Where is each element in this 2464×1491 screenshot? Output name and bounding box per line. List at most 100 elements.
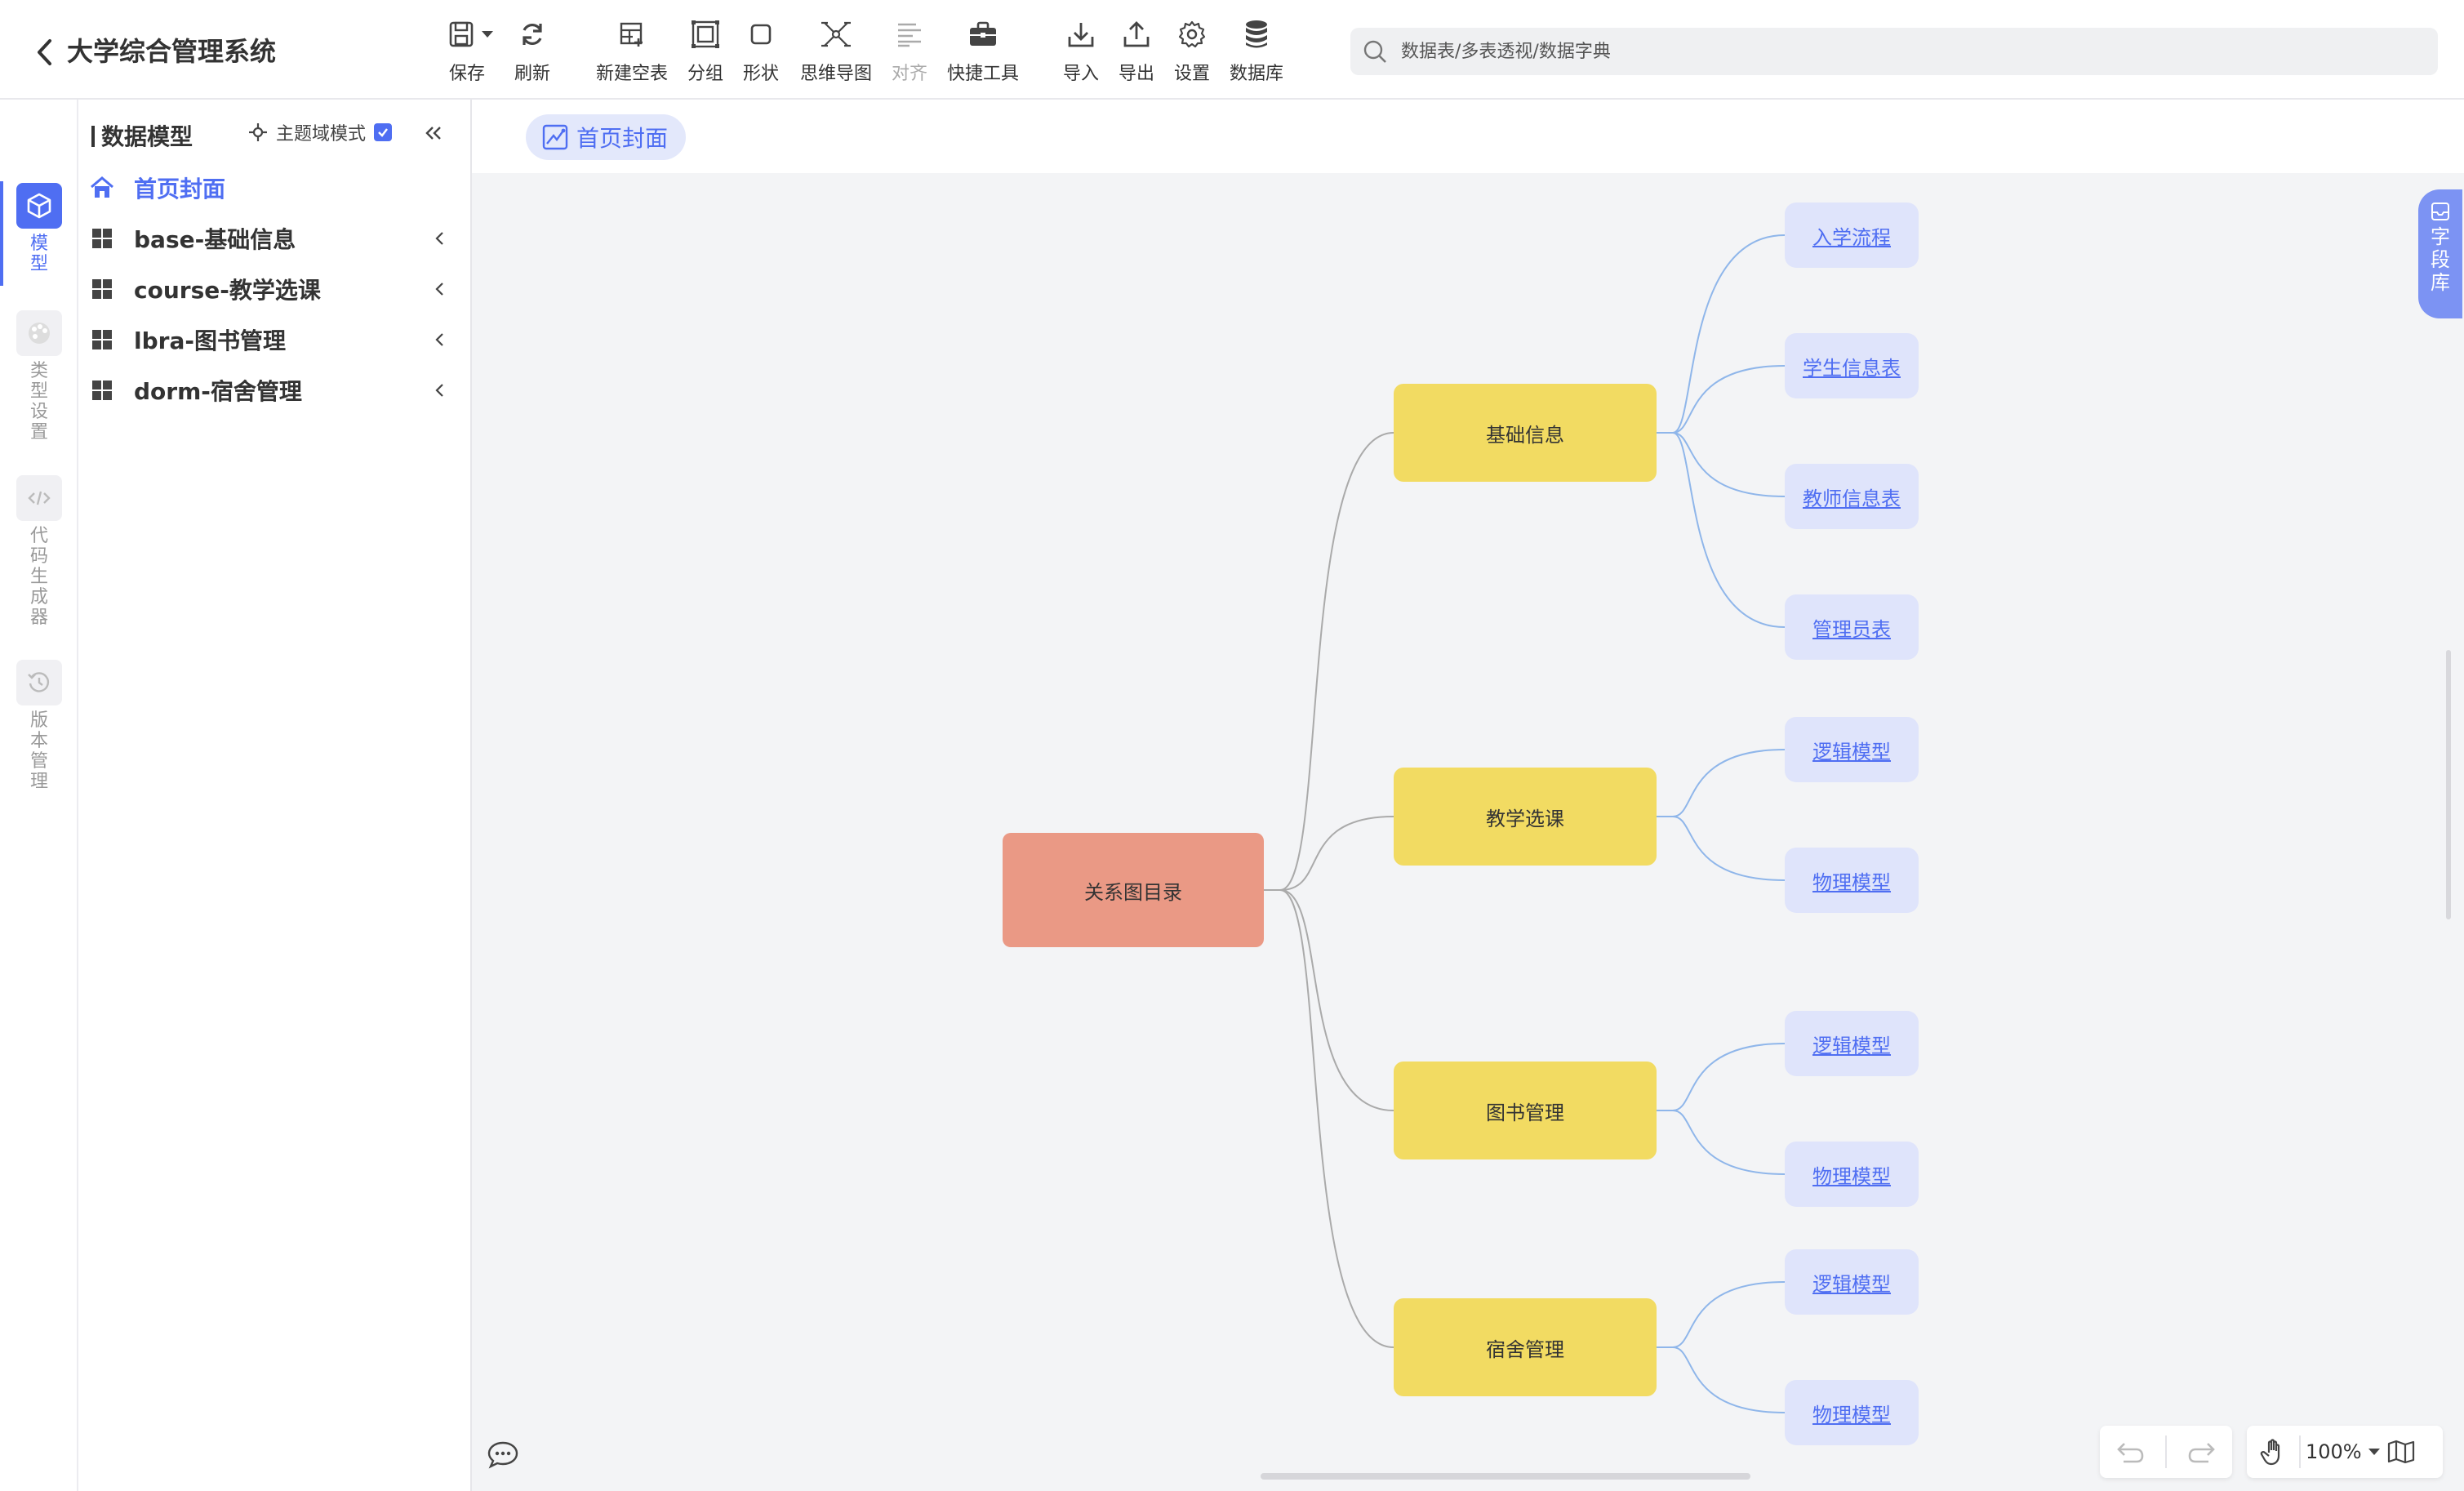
domain-mode-checkbox[interactable] <box>374 123 393 141</box>
refresh-icon <box>523 23 542 46</box>
pan-hand-button[interactable] <box>2253 1432 2293 1471</box>
minimap-button[interactable] <box>2382 1432 2421 1471</box>
caret-down-icon <box>2368 1449 2380 1455</box>
caret-down-icon <box>482 31 493 38</box>
new-table-button[interactable]: 新建空表 <box>596 18 668 87</box>
grid-icon <box>92 330 112 349</box>
connector-branch-leaf <box>1672 749 1786 817</box>
rail-item-version-management[interactable]: 版本管理 <box>0 660 78 792</box>
diagram-icon <box>542 124 568 150</box>
chevron-left-icon <box>435 384 443 397</box>
shape-button[interactable]: 形状 <box>743 18 779 87</box>
tree-item-home-cover[interactable]: 首页封面 <box>90 168 449 207</box>
crosshair-icon <box>249 123 267 141</box>
new-table-icon <box>620 22 643 47</box>
tree-item-dorm[interactable]: dorm-宿舍管理 <box>90 371 449 410</box>
mindmap-branch-node[interactable]: 基础信息 <box>1394 384 1657 482</box>
mindmap-leaf-link[interactable]: 学生信息表 <box>1785 333 1919 398</box>
collapse-panel-button[interactable] <box>421 121 446 145</box>
chevron-left-icon <box>435 283 443 296</box>
mindmap-branch-node[interactable]: 教学选课 <box>1394 768 1657 866</box>
mindmap-branch-node[interactable]: 图书管理 <box>1394 1062 1657 1159</box>
zoom-level-select[interactable]: 100% <box>2306 1440 2362 1463</box>
mindmap-root-node[interactable]: 关系图目录 <box>1003 833 1264 947</box>
mindmap-leaf-link[interactable]: 逻辑模型 <box>1785 1249 1919 1315</box>
align-left-icon <box>898 23 921 47</box>
database-button[interactable]: 数据库 <box>1230 18 1283 87</box>
rail-active-indicator <box>0 181 3 286</box>
chevron-left-icon <box>435 232 443 245</box>
save-button[interactable]: 保存 <box>447 18 500 87</box>
settings-button[interactable]: 设置 <box>1174 18 1210 87</box>
rail-item-model[interactable]: 模型 <box>0 183 78 274</box>
mindmap-leaf-link[interactable]: 物理模型 <box>1785 1142 1919 1207</box>
check-icon <box>378 128 388 137</box>
connector-branch-leaf <box>1672 432 1786 497</box>
undo-button[interactable] <box>2109 1432 2148 1471</box>
search-input[interactable] <box>1401 41 2381 62</box>
database-icon <box>1246 20 1267 48</box>
tab-home-cover[interactable]: 首页封面 <box>526 114 687 160</box>
mindmap-button[interactable]: 思维导图 <box>800 18 872 87</box>
connector-root-branch <box>1279 889 1394 1111</box>
group-button[interactable]: 分组 <box>687 18 723 87</box>
mindmap-leaf-link[interactable]: 管理员表 <box>1785 594 1919 660</box>
map-icon <box>2387 1440 2414 1464</box>
redo-icon <box>2189 1443 2216 1463</box>
undo-redo-group <box>2100 1426 2232 1478</box>
divider <box>2164 1435 2167 1468</box>
mindmap-canvas[interactable]: 关系图目录 基础信息 教学选课 图书管理 宿舍管理 入学流程 学生信息表 教师信… <box>472 173 2464 1491</box>
mindmap-leaf-link[interactable]: 物理模型 <box>1785 1380 1919 1445</box>
horizontal-scrollbar[interactable] <box>1261 1473 1750 1480</box>
field-library-button[interactable]: 字段库 <box>2418 189 2462 318</box>
comment-button[interactable] <box>485 1439 521 1471</box>
palette-icon <box>29 323 50 344</box>
tree-item-lbra[interactable]: lbra-图书管理 <box>90 320 449 359</box>
app-title: 大学综合管理系统 <box>67 36 277 67</box>
search-icon <box>1363 40 1386 63</box>
quick-tools-button[interactable]: 快捷工具 <box>947 18 1019 87</box>
export-button[interactable]: 导出 <box>1119 18 1154 87</box>
mindmap-leaf-link[interactable]: 教师信息表 <box>1785 464 1919 529</box>
group-icon <box>692 20 719 48</box>
rail-item-code-generator[interactable]: 代码生成器 <box>0 475 78 628</box>
refresh-button[interactable]: 刷新 <box>514 18 550 87</box>
panel-title: 数据模型 <box>91 119 193 152</box>
vertical-scrollbar[interactable] <box>2446 650 2451 919</box>
mindmap-leaf-link[interactable]: 逻辑模型 <box>1785 717 1919 782</box>
domain-mode-toggle[interactable]: 主题域模式 <box>248 119 393 145</box>
toolbox-icon <box>970 21 996 46</box>
connector-branch-leaf <box>1672 816 1786 881</box>
mindmap-icon <box>821 21 851 47</box>
left-icon-rail: 模型 类型设置 代码生成器 版本管理 <box>0 100 78 1491</box>
data-model-panel: 数据模型 主题域模式 首页封面 base-基础信息 <box>78 100 472 1491</box>
home-icon <box>91 176 113 198</box>
cube-icon <box>27 193 51 219</box>
chevron-left-icon <box>38 39 51 65</box>
inbox-icon <box>2431 203 2449 220</box>
redo-button[interactable] <box>2184 1432 2223 1471</box>
rail-item-type-settings[interactable]: 类型设置 <box>0 310 78 443</box>
mindmap-leaf-link[interactable]: 逻辑模型 <box>1785 1011 1919 1076</box>
zoom-controls: 100% <box>2247 1426 2443 1478</box>
tree-item-course[interactable]: course-教学选课 <box>90 269 449 309</box>
back-button[interactable] <box>31 36 57 69</box>
connector-root-branch <box>1279 432 1394 891</box>
mindmap-leaf-link[interactable]: 入学流程 <box>1785 203 1919 268</box>
import-button[interactable]: 导入 <box>1063 18 1099 87</box>
mindmap-leaf-link[interactable]: 物理模型 <box>1785 848 1919 913</box>
align-button[interactable]: 对齐 <box>892 18 927 87</box>
grid-icon <box>92 381 112 400</box>
search-box <box>1350 28 2438 75</box>
grid-icon <box>92 229 112 248</box>
tree-item-base[interactable]: base-基础信息 <box>90 219 449 258</box>
connector-branch-leaf <box>1672 1110 1786 1175</box>
mindmap-branch-node[interactable]: 宿舍管理 <box>1394 1298 1657 1396</box>
chat-bubble-icon <box>487 1441 518 1469</box>
export-icon <box>1123 21 1150 47</box>
save-icon <box>449 21 493 47</box>
connector-branch-leaf <box>1672 1281 1786 1348</box>
connector-branch-leaf <box>1672 432 1786 628</box>
connector-root-branch <box>1279 889 1394 1348</box>
gear-icon <box>1178 20 1206 48</box>
